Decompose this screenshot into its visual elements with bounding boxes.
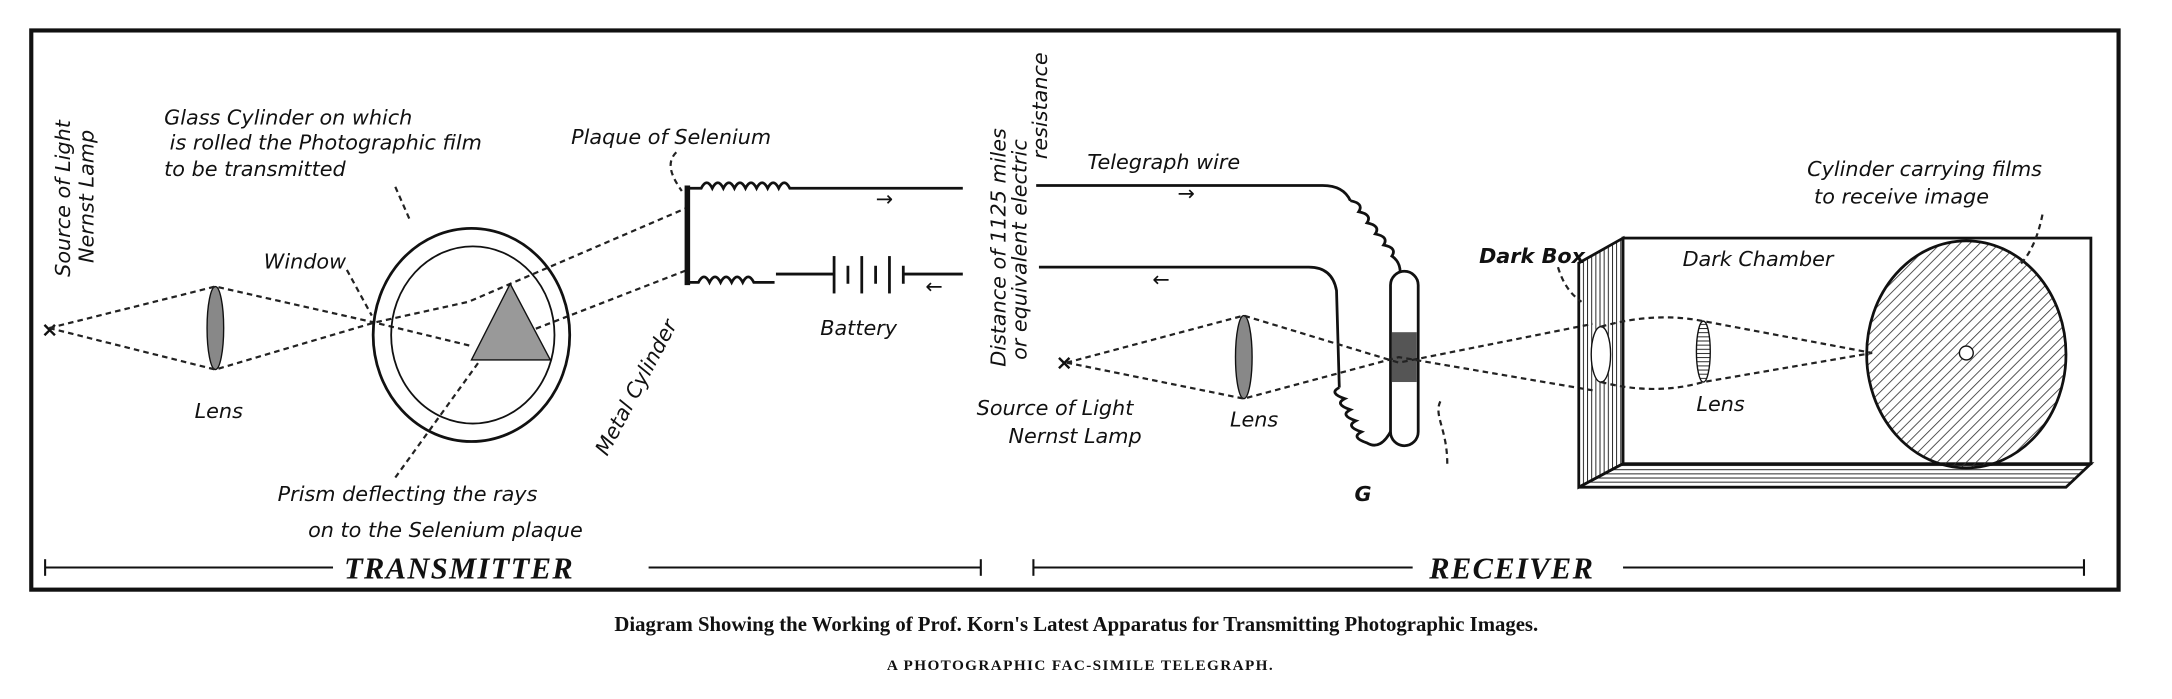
source-label-2: Nernst Lamp <box>75 130 99 263</box>
transmitter-label: TRANSMITTER <box>344 552 574 586</box>
transmitter-section: × Source of Light Nernst Lamp Lens Glass… <box>41 106 963 542</box>
receiver-label: RECEIVER <box>1428 552 1594 586</box>
glass-label-2: is rolled the Photographic film <box>170 130 482 154</box>
receiver-section: Telegraph wire → ← G × Source of Light N… <box>977 150 2095 506</box>
glass-label-3: to be transmitted <box>164 157 346 181</box>
lens-label: Lens <box>1696 392 1744 416</box>
prism-label-2: on to the Selenium plaque <box>308 518 583 542</box>
telegraph-wire-label: Telegraph wire <box>1087 150 1240 174</box>
source-label: Source of Light <box>51 119 75 277</box>
source-label: Source of Light <box>977 396 1135 420</box>
glass-cylinder <box>390 245 556 425</box>
metal-cylinder <box>371 227 572 443</box>
arrow-right-icon: → <box>1177 182 1194 206</box>
window-label: Window <box>264 250 346 274</box>
distance-label-1: Distance of 1125 miles <box>987 128 1011 367</box>
arrow-left-icon: ← <box>925 274 942 298</box>
arrow-left-icon: ← <box>1152 268 1169 292</box>
g-label: G <box>1355 482 1372 506</box>
distance-label-3: resistance <box>1028 52 1052 159</box>
distance-label-2: or equivalent electric <box>1007 139 1031 360</box>
cylinder-label-2: to receive image <box>1814 184 1989 208</box>
frame <box>29 28 2121 592</box>
battery-icon <box>775 256 963 294</box>
subcaption: A PHOTOGRAPHIC FAC-SIMILE TELEGRAPH. <box>887 657 1274 674</box>
battery-label: Battery <box>820 316 898 340</box>
arrow-right-icon: → <box>876 187 893 211</box>
lens-icon <box>1234 314 1253 400</box>
dark-box-label: Dark Box <box>1479 244 1586 268</box>
prism-label-1: Prism deflecting the rays <box>278 482 538 506</box>
lens-label: Lens <box>195 399 243 423</box>
source-label-2: Nernst Lamp <box>1008 424 1141 448</box>
lens-label: Lens <box>1230 407 1278 431</box>
caption: Diagram Showing the Working of Prof. Kor… <box>614 614 1538 636</box>
prism-icon <box>470 282 552 361</box>
glass-label-1: Glass Cylinder on which <box>164 106 412 130</box>
cylinder-label-1: Cylinder carrying films <box>1807 157 2042 181</box>
light-source-x-icon: × <box>41 317 58 341</box>
lens-icon <box>206 285 225 371</box>
metal-cylinder-label: Metal Cylinder <box>590 314 682 459</box>
light-source-x-icon: × <box>1056 351 1073 375</box>
plaque-label: Plaque of Selenium <box>571 125 771 149</box>
lens-icon <box>1695 320 1711 383</box>
dark-chamber-label: Dark Chamber <box>1683 247 1835 271</box>
